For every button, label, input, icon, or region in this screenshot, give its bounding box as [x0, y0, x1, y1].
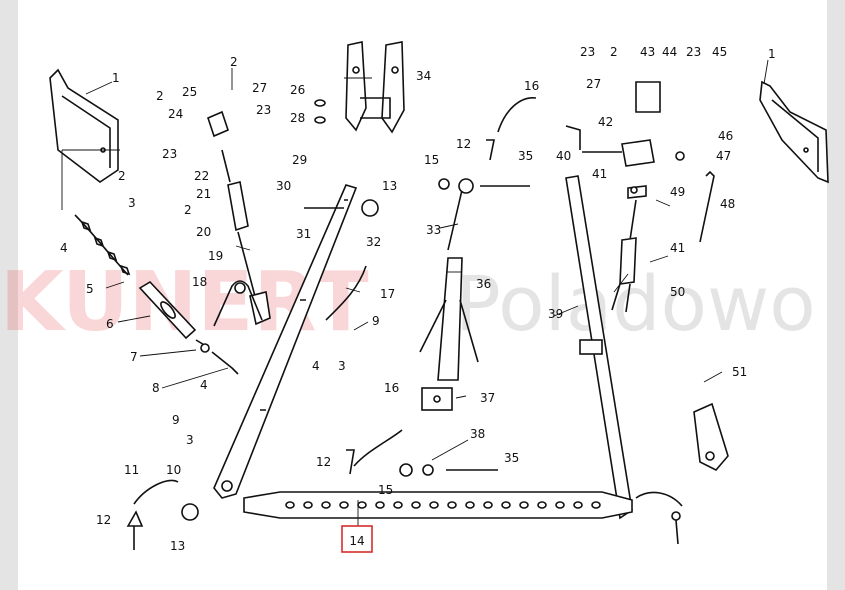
part-label: 21 [196, 187, 211, 201]
part-label: 19 [208, 249, 223, 263]
part-label: 17 [380, 287, 395, 301]
part-label: 7 [130, 350, 138, 364]
part-drawing-lift-rod-right [565, 81, 661, 313]
part-label: 48 [720, 197, 735, 211]
part-label: 39 [548, 307, 563, 321]
part-label: 45 [712, 45, 727, 59]
scan-edge-right [827, 0, 845, 590]
part-label: 43 [640, 45, 655, 59]
part-label: 1 [768, 47, 776, 61]
part-drawing-top-link-bracket [345, 41, 405, 134]
part-label: 32 [366, 235, 381, 249]
part-drawing-bolt-48 [699, 170, 715, 243]
part-label: 31 [296, 227, 311, 241]
part-label: 3 [186, 433, 194, 447]
part-label: 13 [382, 179, 397, 193]
part-label: 41 [592, 167, 607, 181]
part-label: 8 [152, 381, 160, 395]
part-drawing-lower-link-left [213, 184, 358, 499]
part-label: 25 [182, 85, 197, 99]
part-label: 2 [230, 55, 238, 69]
leader-lines [61, 59, 769, 526]
part-drawing-top-link [419, 189, 479, 411]
part-label: 41 [670, 241, 685, 255]
part-label: 22 [194, 169, 209, 183]
part-label: 12 [96, 513, 111, 527]
part-label: 35 [504, 451, 519, 465]
part-label: 27 [586, 77, 601, 91]
part-label: 51 [732, 365, 747, 379]
part-label: 10 [166, 463, 181, 477]
part-label: 44 [662, 45, 677, 59]
scan-edge-left [0, 0, 18, 590]
part-label: 23 [162, 147, 177, 161]
part-label: 42 [598, 115, 613, 129]
part-label: 35 [518, 149, 533, 163]
part-label: 23 [256, 103, 271, 117]
part-drawing-lift-rod-left [207, 110, 271, 326]
part-label: 30 [276, 179, 291, 193]
part-drawing-check-chain-left [74, 214, 239, 375]
part-drawing-clevis-pin [213, 280, 263, 327]
part-label: 23 [580, 45, 595, 59]
part-label: 15 [424, 153, 439, 167]
part-label: 4 [312, 359, 320, 373]
part-label: 15 [378, 483, 393, 497]
part-drawing-fasteners [126, 99, 685, 550]
part-label: 37 [480, 391, 495, 405]
part-label: 28 [290, 111, 305, 125]
part-label: 26 [290, 83, 305, 97]
part-label: 9 [372, 314, 380, 328]
highlighted-part-label: 14 [349, 534, 364, 548]
part-label: 20 [196, 225, 211, 239]
part-label: 2 [610, 45, 618, 59]
part-label: 16 [524, 79, 539, 93]
part-label: 46 [718, 129, 733, 143]
part-label: 2 [156, 89, 164, 103]
part-label: 9 [172, 413, 180, 427]
part-labels: 1 1 2 2 2 2 2 3 3 3 4 4 4 5 6 7 8 9 9 10… [60, 45, 776, 553]
watermark-suffix: Poladowo [455, 259, 816, 348]
part-label: 12 [456, 137, 471, 151]
part-label: 40 [556, 149, 571, 163]
part-label: 12 [316, 455, 331, 469]
part-label: 27 [252, 81, 267, 95]
part-label: 49 [670, 185, 685, 199]
part-label: 23 [686, 45, 701, 59]
part-label: 1 [112, 71, 120, 85]
part-label: 47 [716, 149, 731, 163]
part-drawing-plate-link [693, 402, 729, 471]
part-label: 34 [416, 69, 431, 83]
part-label: 2 [184, 203, 192, 217]
part-label: 33 [426, 223, 441, 237]
part-label: 18 [192, 275, 207, 289]
highlight-box-part-14 [341, 525, 373, 553]
part-label: 36 [476, 277, 491, 291]
part-drawing-chains [133, 97, 683, 507]
part-label: 11 [124, 463, 139, 477]
part-label: 24 [168, 107, 183, 121]
part-label: 29 [292, 153, 307, 167]
part-drawing-guard-plate-right [759, 80, 829, 184]
part-label: 3 [128, 196, 136, 210]
part-label: 50 [670, 285, 685, 299]
part-label: 16 [384, 381, 399, 395]
part-drawing-guard-plate-left [49, 68, 119, 183]
part-label: 13 [170, 539, 185, 553]
part-label: 5 [86, 282, 94, 296]
part-label: 6 [106, 317, 114, 331]
part-label: 2 [118, 169, 126, 183]
part-drawing-drawbar [243, 491, 633, 519]
part-label: 4 [200, 378, 208, 392]
part-label: 38 [470, 427, 485, 441]
part-label: 3 [338, 359, 346, 373]
part-label: 4 [60, 241, 68, 255]
